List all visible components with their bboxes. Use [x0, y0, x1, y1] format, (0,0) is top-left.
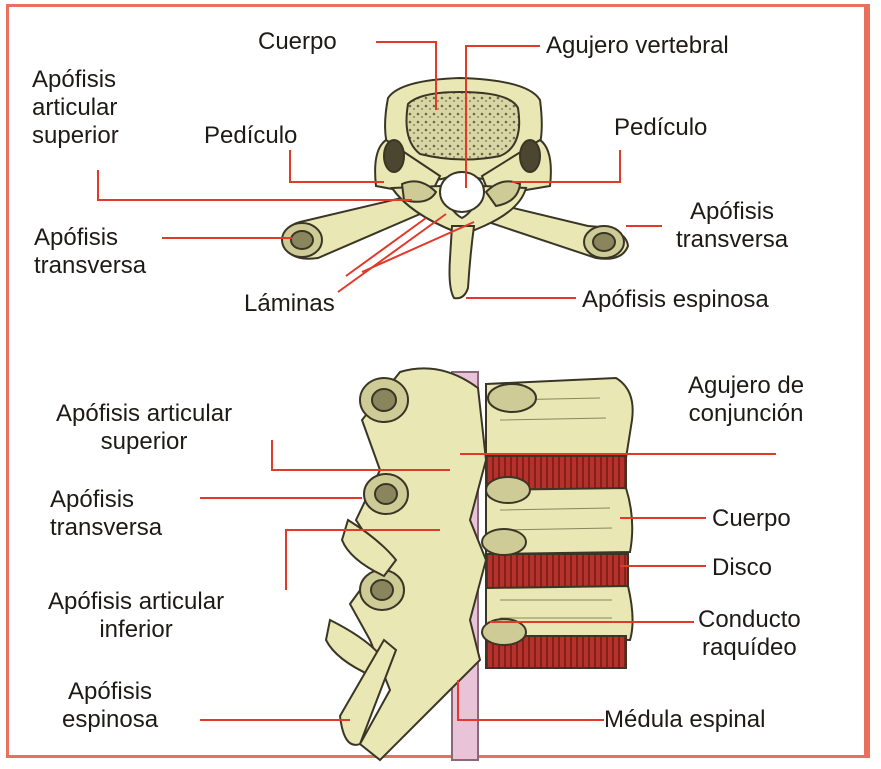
label-line: articular: [32, 94, 119, 122]
label-line: Apófisis: [676, 198, 788, 226]
label-line: Agujero de: [688, 372, 804, 400]
side-column: [326, 368, 633, 760]
label-apofisis-transversa-side: Apófisis transversa: [50, 486, 162, 542]
label-apofisis-transversa-right: Apófisis transversa: [676, 198, 788, 254]
label-line: conjunción: [688, 400, 804, 428]
label-apofisis-articular-inferior: Apófisis articular inferior: [48, 588, 224, 644]
label-agujero-de-conjuncion: Agujero de conjunción: [688, 372, 804, 428]
label-medula-espinal: Médula espinal: [604, 706, 765, 734]
label-line: Apófisis articular: [56, 400, 232, 428]
label-line: espinosa: [62, 706, 158, 734]
label-laminas: Láminas: [244, 290, 335, 318]
top-vertebra: [282, 78, 628, 298]
label-agujero-vertebral: Agujero vertebral: [546, 32, 729, 60]
label-cuerpo-side: Cuerpo: [712, 505, 791, 533]
label-line: inferior: [48, 616, 224, 644]
vertebral-foramen: [440, 172, 484, 212]
label-cuerpo-top: Cuerpo: [258, 28, 337, 56]
label-line: superior: [32, 122, 119, 150]
label-line: Apófisis: [34, 224, 146, 252]
label-apofisis-espinosa-side: Apófisis espinosa: [62, 678, 158, 734]
label-pediculo-left: Pedículo: [204, 122, 297, 150]
disc-2: [486, 554, 628, 588]
label-apofisis-articular-superior-top: Apófisis articular superior: [32, 66, 119, 150]
label-line: superior: [56, 428, 232, 456]
label-conducto-raquideo: Conducto raquídeo: [698, 606, 801, 662]
spinous-process: [450, 226, 475, 298]
label-line: Conducto: [698, 606, 801, 634]
label-line: Apófisis articular: [48, 588, 224, 616]
label-apofisis-espinosa-top: Apófisis espinosa: [582, 286, 769, 314]
label-disco: Disco: [712, 554, 772, 582]
label-line: Apófisis: [62, 678, 158, 706]
label-pediculo-right: Pedículo: [614, 114, 707, 142]
label-apofisis-transversa-left: Apófisis transversa: [34, 224, 146, 280]
label-line: transversa: [676, 226, 788, 254]
label-apofisis-articular-superior-side: Apófisis articular superior: [56, 400, 232, 456]
label-line: raquídeo: [698, 634, 801, 662]
label-line: Apófisis: [32, 66, 119, 94]
label-line: transversa: [34, 252, 146, 280]
label-line: Apófisis: [50, 486, 162, 514]
label-line: transversa: [50, 514, 162, 542]
